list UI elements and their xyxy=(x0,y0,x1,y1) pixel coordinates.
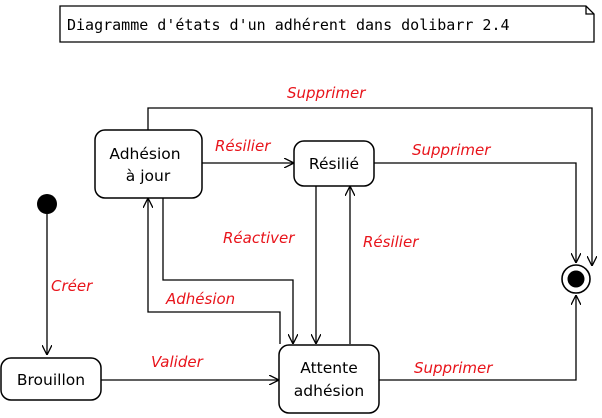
label-valider: Valider xyxy=(151,353,204,371)
state-attente-adhesion-line1: Attente xyxy=(300,359,357,377)
diagram-title-note: Diagramme d'états d'un adhérent dans dol… xyxy=(59,5,595,43)
label-resilier-right: Résilier xyxy=(363,233,419,251)
state-attente-adhesion-line2: adhésion xyxy=(294,382,364,400)
state-adhesion-a-jour-line2: à jour xyxy=(126,167,171,185)
label-supprimer-resilie: Supprimer xyxy=(412,141,491,159)
initial-state xyxy=(37,194,57,214)
label-resilier-top: Résilier xyxy=(215,137,271,155)
label-supprimer-top: Supprimer xyxy=(287,84,366,102)
state-adhesion-a-jour[interactable]: Adhésion à jour xyxy=(94,129,203,199)
state-resilie-label: Résilié xyxy=(309,155,359,173)
state-brouillon[interactable]: Brouillon xyxy=(0,357,102,401)
edges xyxy=(47,107,592,381)
edge-supprimer-attente xyxy=(379,295,576,381)
state-brouillon-label: Brouillon xyxy=(17,371,85,389)
edge-supprimer-resilie xyxy=(374,162,576,263)
final-state xyxy=(561,264,591,294)
label-adhesion: Adhésion xyxy=(165,290,235,308)
label-reactiver: Réactiver xyxy=(223,229,295,247)
state-attente-adhesion[interactable]: Attente adhésion xyxy=(278,344,380,414)
edge-adhesion-up xyxy=(148,198,281,344)
state-resilie[interactable]: Résilié xyxy=(293,140,375,187)
state-adhesion-a-jour-line1: Adhésion xyxy=(109,145,180,163)
label-supprimer-attente: Supprimer xyxy=(414,359,493,377)
label-creer: Créer xyxy=(51,277,93,295)
edge-supprimer-top xyxy=(147,107,592,266)
diagram-title: Diagramme d'états d'un adhérent dans dol… xyxy=(67,16,510,34)
edge-adhesion-down xyxy=(162,198,293,344)
